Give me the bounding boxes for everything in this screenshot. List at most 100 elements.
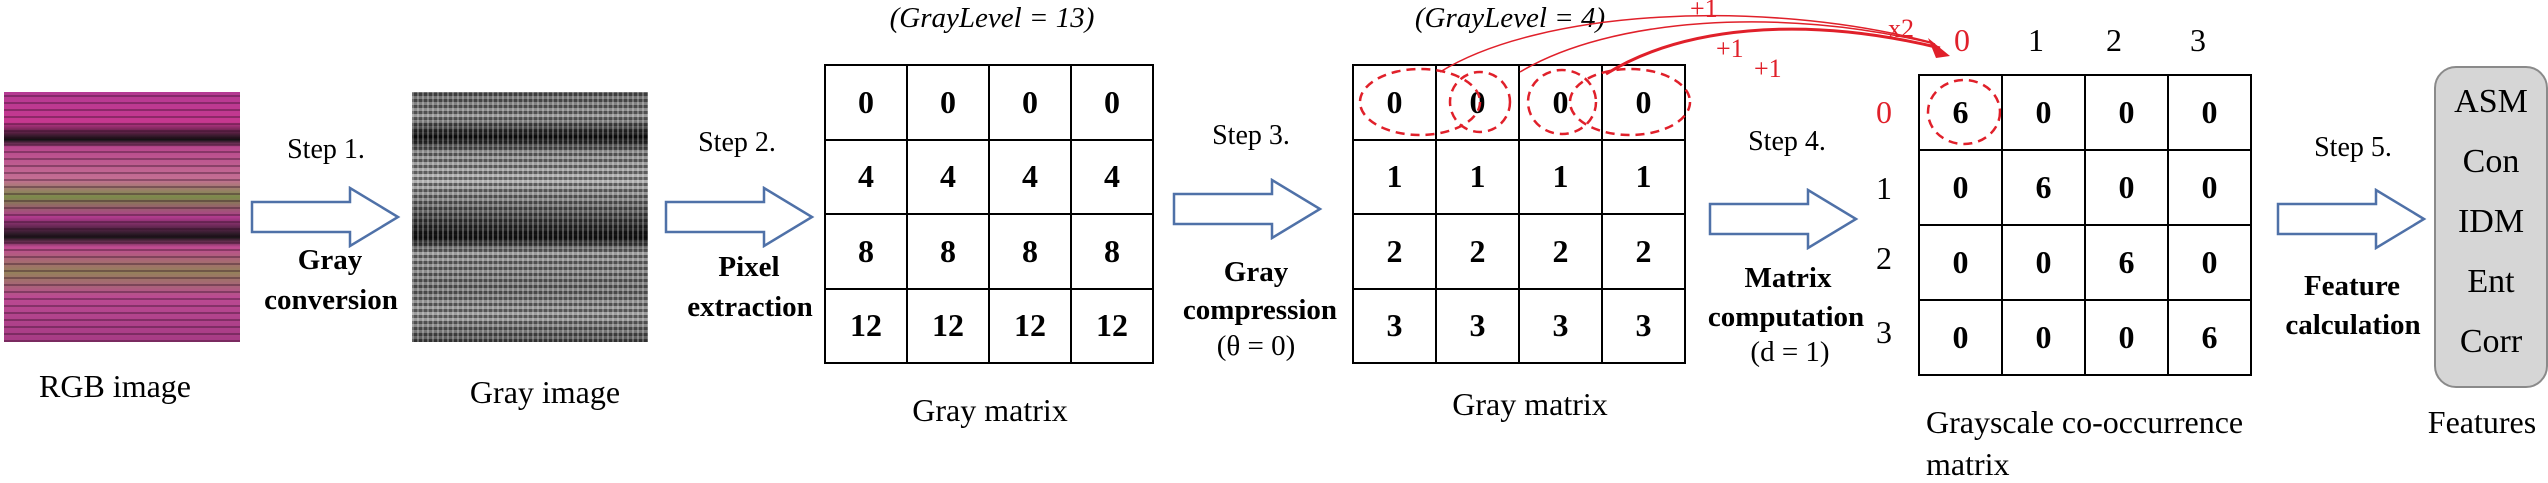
glcm-col-header-3: 3: [2190, 22, 2206, 58]
glcm-col-header-1: 1: [2028, 22, 2044, 58]
feature-asm: ASM: [2454, 83, 2528, 120]
m2-cell: 3: [1518, 287, 1603, 364]
glcm-caption-line1: Grayscale co-occurrence: [1926, 404, 2244, 440]
m2-cell: 2: [1518, 213, 1603, 290]
glcm-cell: 6: [1918, 74, 2003, 151]
matrix1-caption: Gray matrix: [912, 392, 1068, 428]
features-caption: Features: [2427, 404, 2537, 440]
glcm-cell: 0: [1918, 224, 2003, 301]
m1-cell: 4: [1070, 138, 1154, 215]
x2-label: x2: [1888, 14, 1914, 43]
step5-arrow: [2276, 188, 2427, 250]
m1-cell: 12: [988, 287, 1072, 364]
matrix2-caption: Gray matrix: [1452, 386, 1608, 422]
gray-image: [412, 92, 648, 342]
glcm-row-header-3: 3: [1876, 314, 1892, 350]
glcm-row-header-1: 1: [1876, 170, 1892, 206]
m2-cell: 0: [1352, 64, 1437, 141]
step1-arrow: [250, 186, 401, 248]
step3-arrow: [1172, 178, 1323, 240]
m1-cell: 4: [906, 138, 990, 215]
m2-cell: 0: [1518, 64, 1603, 141]
step4-param: (d = 1): [1750, 336, 1830, 368]
glcm-cell: 0: [2167, 149, 2252, 226]
glcm-cell: 0: [2084, 299, 2169, 376]
feature-ent: Ent: [2467, 263, 2515, 300]
glcm-row-header-2: 2: [1876, 240, 1892, 276]
m2-cell: 3: [1435, 287, 1520, 364]
glcm-cell: 0: [2167, 224, 2252, 301]
m2-cell: 1: [1435, 138, 1520, 215]
step1-label: Step 1.: [287, 134, 365, 165]
step5-label: Step 5.: [2314, 132, 2392, 163]
step1-desc-line1: Gray: [297, 244, 363, 276]
matrix1-graylevel: (GrayLevel = 13): [889, 2, 1095, 34]
glcm-cell: 0: [2001, 74, 2086, 151]
features-box: ASM Con IDM Ent Corr: [2434, 66, 2548, 388]
m1-cell: 0: [824, 64, 908, 141]
matrix2-graylevel: (GrayLevel = 4): [1414, 2, 1606, 34]
step4-desc-line2: computation: [1707, 301, 1865, 333]
step3-desc-line2: compression: [1182, 294, 1338, 326]
step4-arrow: [1708, 188, 1859, 250]
step4-desc-line1: Matrix: [1744, 262, 1832, 294]
glcm-cell: 0: [1918, 149, 2003, 226]
step2-desc-line1: Pixel: [718, 251, 780, 283]
glcm-cell: 0: [2167, 74, 2252, 151]
m2-cell: 2: [1435, 213, 1520, 290]
feature-con: Con: [2462, 143, 2520, 180]
m2-cell: 3: [1352, 287, 1437, 364]
m1-cell: 12: [1070, 287, 1154, 364]
feature-corr: Corr: [2459, 323, 2523, 360]
m2-cell: 3: [1601, 287, 1686, 364]
glcm-cell: 0: [2084, 149, 2169, 226]
m1-cell: 8: [824, 213, 908, 290]
step3-label: Step 3.: [1212, 120, 1290, 151]
glcm-cell: 6: [2084, 224, 2169, 301]
m2-cell: 0: [1601, 64, 1686, 141]
m1-cell: 0: [988, 64, 1072, 141]
m2-cell: 2: [1352, 213, 1437, 290]
m1-cell: 0: [906, 64, 990, 141]
glcm-cell: 6: [2167, 299, 2252, 376]
step4-label: Step 4.: [1748, 126, 1826, 157]
glcm-cell: 0: [2084, 74, 2169, 151]
glcm-col-header-0: 0: [1954, 22, 1970, 58]
rgb-image-label: RGB image: [39, 368, 191, 404]
m1-cell: 4: [988, 138, 1072, 215]
step5-desc-line2: calculation: [2285, 309, 2421, 341]
m1-cell: 0: [1070, 64, 1154, 141]
m2-cell: 2: [1601, 213, 1686, 290]
step3-desc-line1: Gray: [1223, 256, 1289, 288]
m1-cell: 8: [988, 213, 1072, 290]
plus1-lower: +1: [1754, 54, 1782, 83]
gray-image-label: Gray image: [469, 374, 621, 410]
rgb-image: [4, 92, 240, 342]
m1-cell: 12: [824, 287, 908, 364]
glcm-cell: 0: [2001, 224, 2086, 301]
glcm-cell: 0: [1918, 299, 2003, 376]
glcm-row-header-0: 0: [1876, 94, 1892, 130]
step5-desc-line1: Feature: [2303, 270, 2401, 302]
glcm-cell: 0: [2001, 299, 2086, 376]
m2-cell: 1: [1601, 138, 1686, 215]
m2-cell: 1: [1352, 138, 1437, 215]
m2-cell: 1: [1518, 138, 1603, 215]
step2-desc-line2: extraction: [687, 291, 813, 323]
m1-cell: 8: [906, 213, 990, 290]
m1-cell: 12: [906, 287, 990, 364]
plus1-middle: +1: [1716, 34, 1744, 63]
m1-cell: 4: [824, 138, 908, 215]
plus1-top: +1: [1690, 0, 1718, 23]
step1-desc-line2: conversion: [264, 284, 398, 316]
step3-param: (θ = 0): [1216, 330, 1296, 362]
feature-idm: IDM: [2457, 203, 2525, 240]
glcm-cell: 6: [2001, 149, 2086, 226]
step2-label: Step 2.: [698, 127, 776, 158]
glcm-caption-line2: matrix: [1926, 446, 2010, 482]
m1-cell: 8: [1070, 213, 1154, 290]
